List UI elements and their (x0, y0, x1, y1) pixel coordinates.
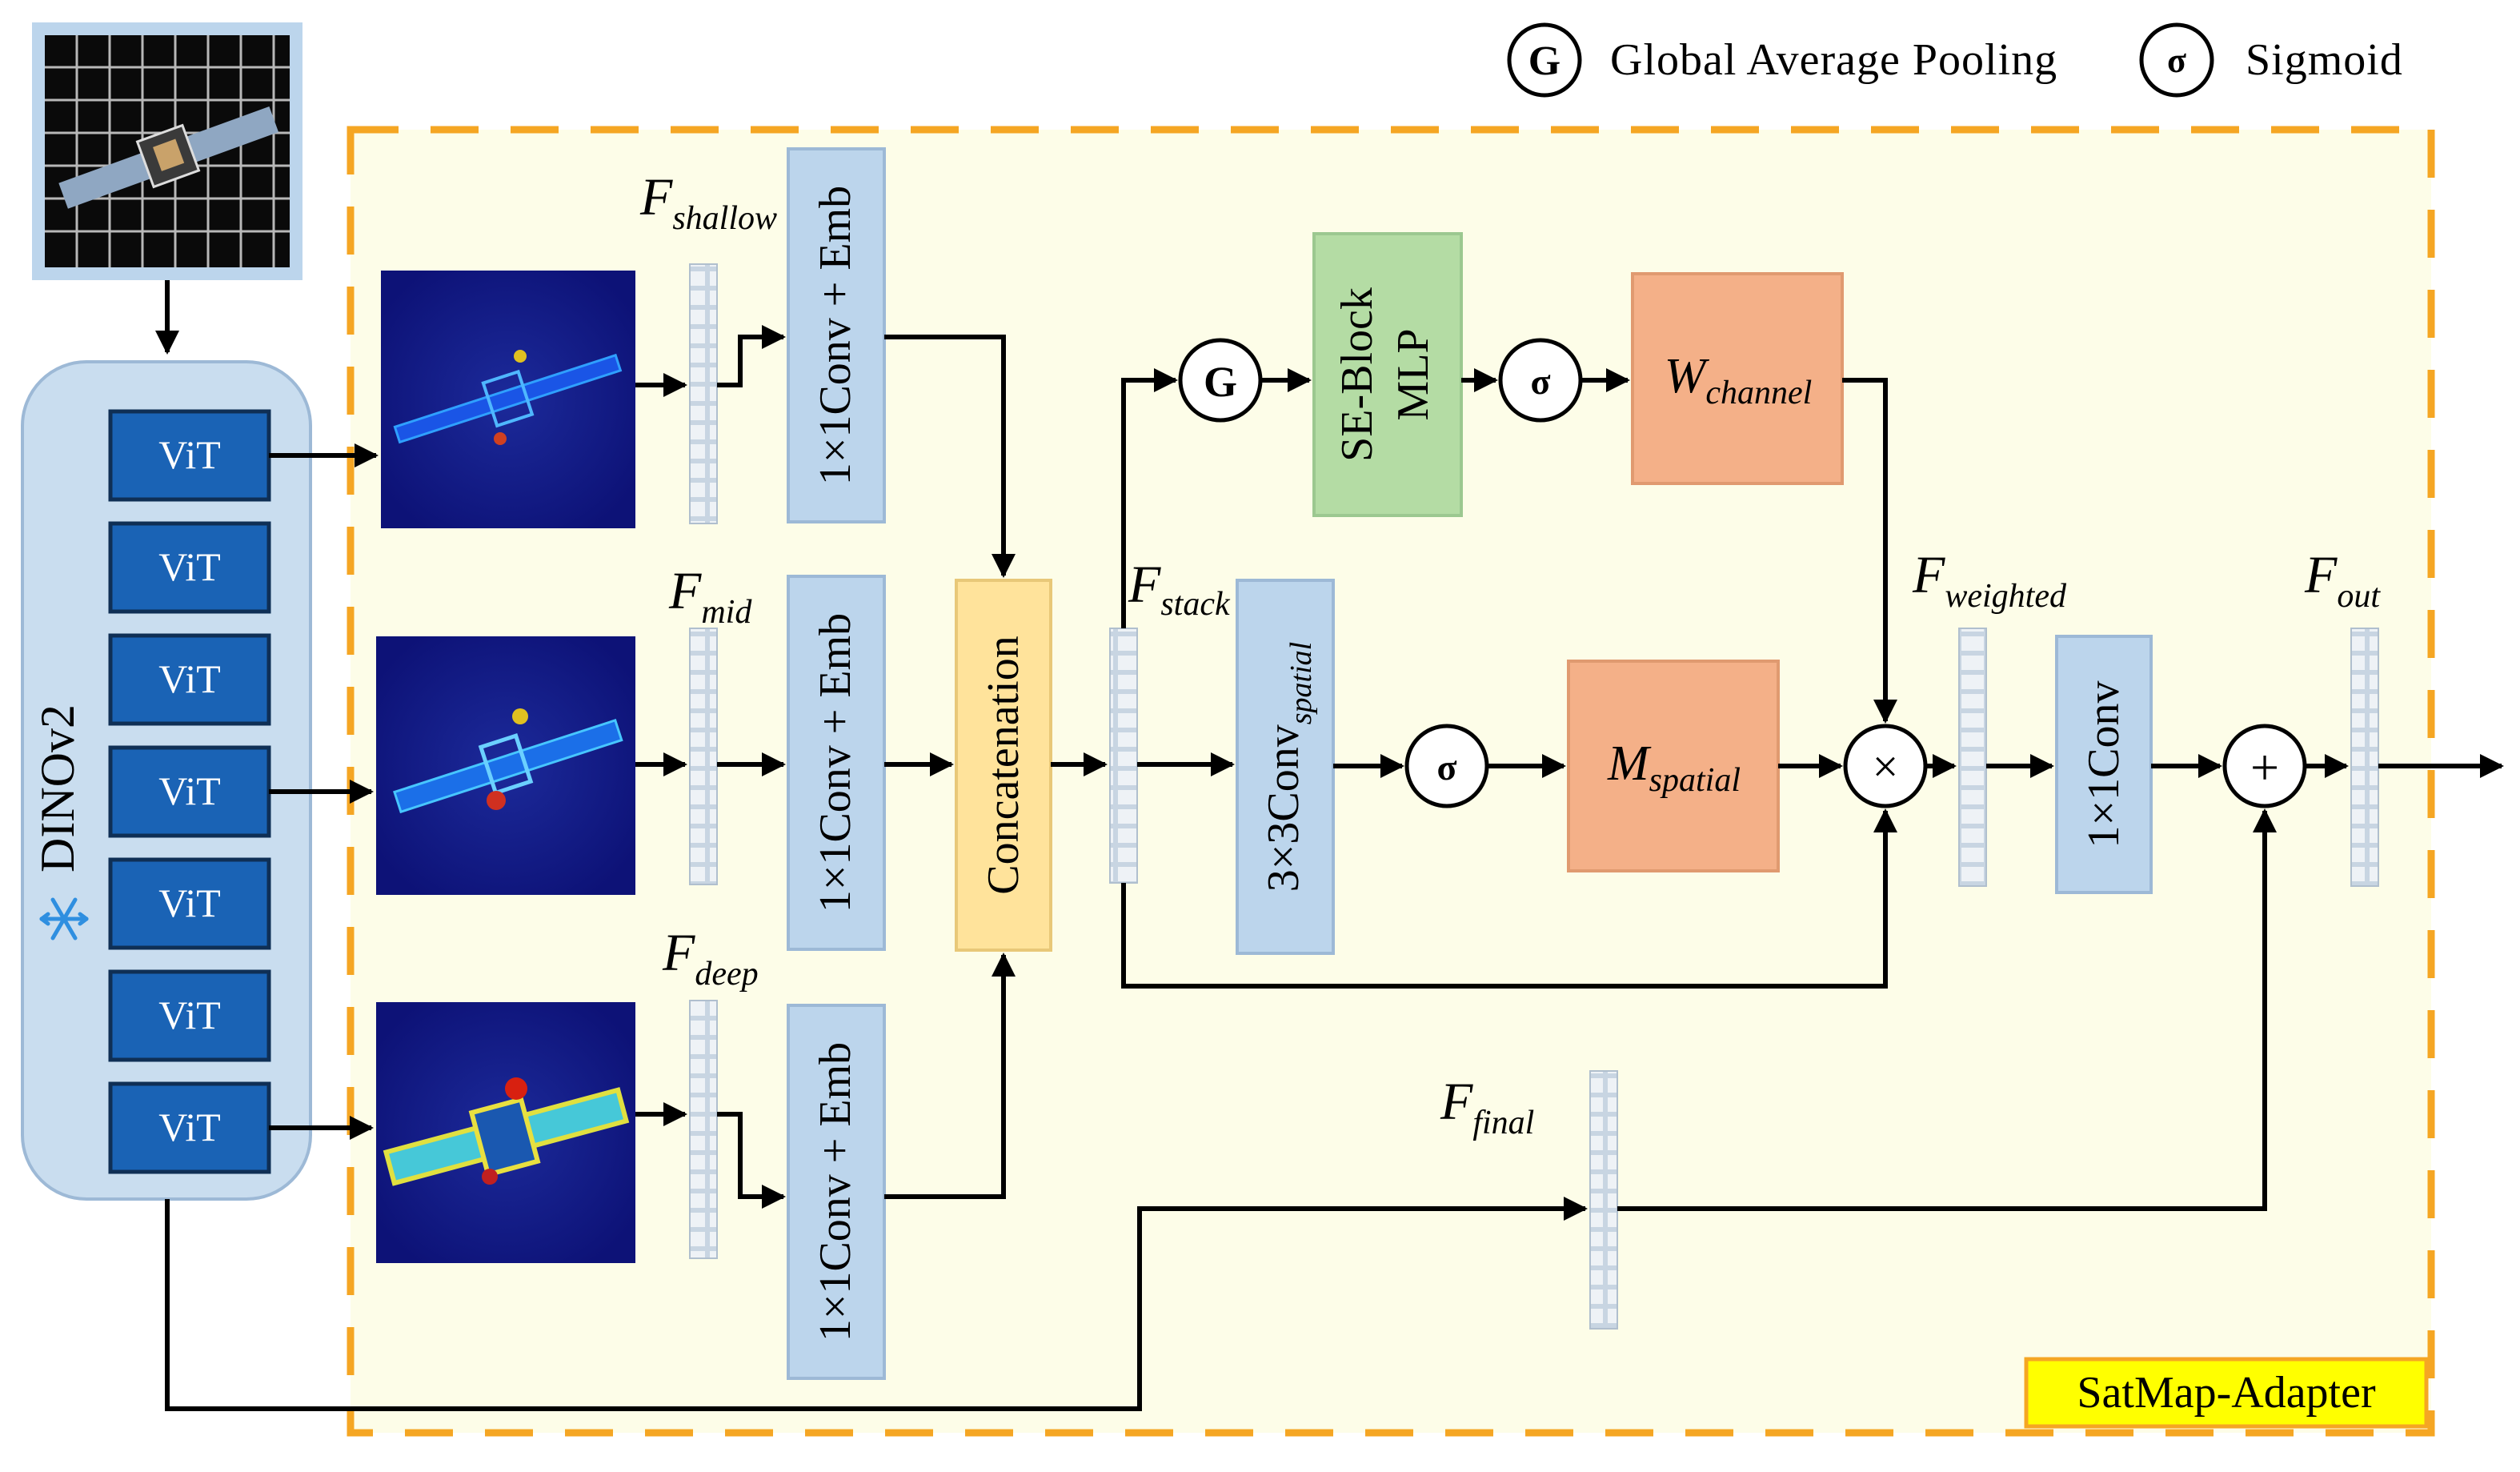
m-spatial-label: Mspatial (1607, 736, 1741, 799)
legend-g-text: Global Average Pooling (1610, 35, 2057, 85)
vit-block-label: ViT (158, 544, 221, 589)
m-spatial-block: Mspatial (1567, 660, 1780, 872)
feature-bar-deep (689, 1000, 718, 1259)
emb-block-mid: 1×1Conv + Emb (787, 575, 886, 951)
emb-block-label: 1×1Conv + Emb (811, 186, 860, 485)
vit-block-label: ViT (158, 993, 221, 1037)
heatmap-shallow (381, 271, 635, 528)
vit-block-label: ViT (158, 880, 221, 925)
se-block-line2: MLP (1388, 328, 1438, 420)
se-block-line1: SE-Block (1332, 287, 1382, 462)
sigma-operator-spatial: σ (1404, 724, 1489, 808)
gap-letter: G (1204, 358, 1237, 406)
conv3-spatial-block: 3×3Convspatial (1236, 579, 1335, 955)
vit-block (108, 857, 271, 950)
w-channel-block: Wchannel (1631, 272, 1844, 485)
feature-labels: Fshallow Fmid Fdeep Fstack Fweighted Fou… (639, 168, 2381, 1141)
label-f-final: Ffinal (1440, 1073, 1534, 1141)
add-sign: + (2250, 739, 2279, 796)
sigma-letter: σ (1530, 361, 1550, 402)
vit-block (108, 969, 271, 1062)
conv1-block: 1×1Conv (2055, 635, 2153, 894)
label-f-deep: Fdeep (662, 924, 759, 993)
legend-sigma-text: Sigmoid (2246, 35, 2403, 85)
label-f-shallow: Fshallow (639, 168, 777, 237)
label-f-mid: Fmid (668, 562, 752, 631)
vit-block-label: ViT (158, 768, 221, 813)
vit-block (108, 633, 271, 726)
conv3-label: 3×3Convspatial (1259, 642, 1318, 892)
emb-block-shallow: 1×1Conv + Emb (787, 147, 886, 523)
add-operator: + (2222, 724, 2307, 808)
heatmap-mid (376, 636, 635, 895)
vit-block (108, 1081, 271, 1174)
label-f-out: Fout (2304, 546, 2381, 615)
backbone-dinov2: DINOv2 ViT ViT ViT ViT ViT ViT ViT (21, 360, 312, 1201)
vit-block-list: ViT ViT ViT ViT ViT ViT ViT (108, 409, 271, 1174)
concat-label: Concatenation (979, 636, 1028, 894)
backbone-name: DINOv2 (31, 704, 84, 872)
feature-bar-final (1589, 1070, 1618, 1330)
feature-bar-mid (689, 628, 718, 885)
heatmap-deep (376, 1002, 635, 1263)
multiply-sign: × (1873, 740, 1899, 792)
concatenation-block: Concatenation (955, 579, 1052, 952)
vit-block (108, 521, 271, 614)
vit-block-label: ViT (158, 1105, 221, 1149)
gap-operator: G (1178, 338, 1263, 423)
sigma-letter: σ (1436, 747, 1456, 788)
vit-block (108, 745, 271, 838)
multiply-operator: × (1843, 724, 1928, 808)
vit-block-label: ViT (158, 432, 221, 477)
snowflake-icon (39, 897, 89, 941)
se-block-mlp: SE-Block MLP (1312, 232, 1463, 517)
feature-bar-stack (1109, 628, 1138, 884)
feature-bar-weighted (1958, 628, 1987, 887)
label-f-stack: Fstack (1128, 556, 1231, 623)
sigma-operator-channel: σ (1498, 338, 1583, 423)
legend-g-symbol (1507, 22, 1582, 98)
vit-block-label: ViT (158, 656, 221, 701)
connectors (165, 325, 2504, 1411)
feature-bar-shallow (689, 263, 718, 524)
adapter-label-text: SatMap-Adapter (2077, 1368, 2376, 1418)
legend: G Global Average Pooling σ Sigmoid (1507, 22, 2403, 98)
adapter-label: SatMap-Adapter (2024, 1357, 2429, 1429)
emb-block-deep: 1×1Conv + Emb (787, 1004, 886, 1380)
input-image (32, 22, 302, 280)
emb-block-label: 1×1Conv + Emb (811, 613, 860, 912)
legend-g-letter: G (1528, 38, 1560, 84)
label-f-weighted: Fweighted (1912, 546, 2067, 615)
feature-bars (689, 263, 2379, 1330)
conv1-label: 1×1Conv (2079, 681, 2129, 848)
w-channel-label: Wchannel (1665, 349, 1813, 411)
feature-bar-out (2350, 628, 2379, 887)
legend-sigma-letter: σ (2167, 41, 2186, 80)
legend-sigma-symbol (2139, 22, 2214, 98)
emb-block-label: 1×1Conv + Emb (811, 1042, 860, 1342)
